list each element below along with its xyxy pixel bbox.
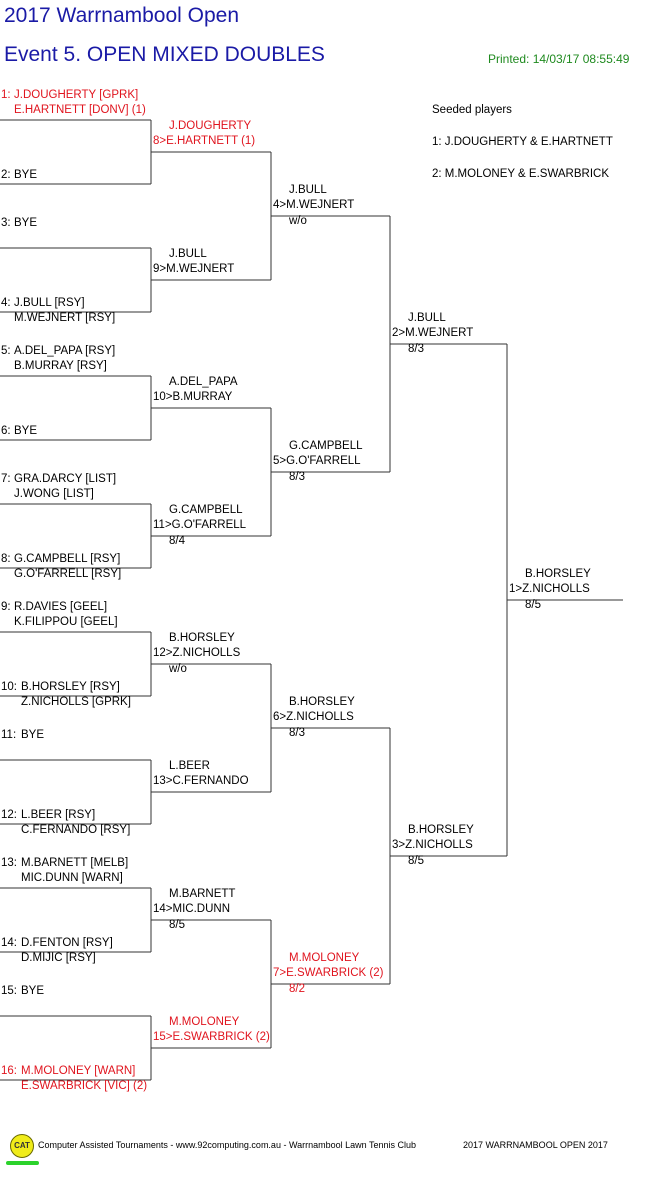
match-score: 8/3 — [289, 471, 305, 483]
match-winner-partner: 10>B.MURRAY — [153, 391, 233, 403]
draw-position-number: 13: — [1, 857, 17, 869]
match-winner-partner: 15>E.SWARBRICK (2) — [153, 1031, 270, 1043]
draw-player-1: M.MOLONEY [WARN] — [21, 1065, 136, 1077]
draw-position-number: 8: — [1, 553, 11, 565]
match-winner: J.DOUGHERTY — [169, 120, 252, 132]
draw-position-number: 15: — [1, 985, 17, 997]
draw-position-number: 3: — [1, 217, 11, 229]
draw-player-1: GRA.DARCY [LIST] — [14, 473, 117, 485]
draw-player-2: E.HARTNETT [DONV] (1) — [14, 104, 146, 116]
match-score: 8/4 — [169, 535, 185, 547]
printed-timestamp: Printed: 14/03/17 08:55:49 — [488, 52, 630, 66]
match-winner: G.CAMPBELL — [289, 440, 363, 452]
draw-player-2: M.WEJNERT [RSY] — [14, 312, 116, 324]
match-winner-partner: 1>Z.NICHOLLS — [509, 583, 590, 595]
match-winner: B.HORSLEY — [169, 632, 235, 644]
draw-position-number: 10: — [1, 681, 17, 693]
match-winner: M.MOLONEY — [289, 952, 360, 964]
match-winner-partner: 14>MIC.DUNN — [153, 903, 231, 915]
match-winner: M.MOLONEY — [169, 1016, 240, 1028]
draw-player-1: BYE — [14, 217, 38, 229]
match-winner-partner: 6>Z.NICHOLLS — [273, 711, 354, 723]
draw-player-1: L.BEER [RSY] — [21, 809, 96, 821]
draw-position-number: 9: — [1, 601, 11, 613]
match-winner: L.BEER — [169, 760, 210, 772]
match-score: 8/3 — [408, 343, 424, 355]
draw-player-1: G.CAMPBELL [RSY] — [14, 553, 121, 565]
match-winner-partner: 2>M.WEJNERT — [392, 327, 474, 339]
match-score: 8/5 — [408, 855, 424, 867]
draw-player-1: J.BULL [RSY] — [14, 297, 85, 309]
match-winner-partner: 12>Z.NICHOLLS — [153, 647, 241, 659]
match-winner-partner: 11>G.O'FARRELL — [153, 519, 247, 531]
draw-player-2: E.SWARBRICK [VIC] (2) — [21, 1080, 148, 1092]
draw-player-1: D.FENTON [RSY] — [21, 937, 113, 949]
footer-credit: Computer Assisted Tournaments - www.92co… — [38, 1140, 417, 1150]
match-winner-partner: 4>M.WEJNERT — [273, 199, 355, 211]
draw-position-number: 12: — [1, 809, 17, 821]
draw-player-1: A.DEL_PAPA [RSY] — [14, 345, 116, 357]
draw-player-2: Z.NICHOLLS [GPRK] — [21, 696, 131, 708]
draw-position-number: 16: — [1, 1065, 17, 1077]
match-winner: B.HORSLEY — [408, 824, 474, 836]
draw-position-number: 7: — [1, 473, 11, 485]
draw-player-1: BYE — [21, 985, 45, 997]
match-winner: J.BULL — [289, 184, 327, 196]
draw-player-1: BYE — [14, 169, 38, 181]
draw-player-2: B.MURRAY [RSY] — [14, 360, 107, 372]
draw-player-2: D.MIJIC [RSY] — [21, 952, 96, 964]
draw-player-1: BYE — [14, 425, 38, 437]
match-winner: B.HORSLEY — [525, 568, 591, 580]
event-title: Event 5. OPEN MIXED DOUBLES — [4, 43, 325, 66]
draw-player-1: BYE — [21, 729, 45, 741]
match-score: 8/3 — [289, 727, 305, 739]
match-winner: J.BULL — [408, 312, 446, 324]
draw-player-2: C.FERNANDO [RSY] — [21, 824, 131, 836]
draw-player-2: G.O'FARRELL [RSY] — [14, 568, 122, 580]
seeded-player-2: 2: M.MOLONEY & E.SWARBRICK — [432, 168, 610, 180]
match-winner: M.BARNETT — [169, 888, 236, 900]
draw-player-1: R.DAVIES [GEEL] — [14, 601, 108, 613]
match-winner: G.CAMPBELL — [169, 504, 243, 516]
match-winner-partner: 7>E.SWARBRICK (2) — [273, 967, 384, 979]
draw-player-2: MIC.DUNN [WARN] — [21, 872, 123, 884]
seeded-players-heading: Seeded players — [432, 104, 512, 116]
match-score: 8/5 — [525, 599, 541, 611]
draw-player-1: B.HORSLEY [RSY] — [21, 681, 120, 693]
draw-position-number: 1: — [1, 89, 11, 101]
match-winner-partner: 5>G.O'FARRELL — [273, 455, 361, 467]
draw-player-2: K.FILIPPOU [GEEL] — [14, 616, 118, 628]
match-winner: B.HORSLEY — [289, 696, 355, 708]
seeded-player-1: 1: J.DOUGHERTY & E.HARTNETT — [432, 136, 613, 148]
match-winner-partner: 13>C.FERNANDO — [153, 775, 249, 787]
match-winner-partner: 8>E.HARTNETT (1) — [153, 135, 256, 147]
draw-position-number: 14: — [1, 937, 17, 949]
draw-position-number: 5: — [1, 345, 11, 357]
draw-position-number: 2: — [1, 169, 11, 181]
match-winner-partner: 3>Z.NICHOLLS — [392, 839, 473, 851]
match-score: w/o — [289, 215, 307, 227]
draw-position-number: 11: — [1, 729, 17, 741]
match-winner-partner: 9>M.WEJNERT — [153, 263, 235, 275]
match-score: 8/5 — [169, 919, 185, 931]
draw-position-number: 6: — [1, 425, 11, 437]
draw-player-2: J.WONG [LIST] — [14, 488, 94, 500]
match-score: 8/2 — [289, 983, 305, 995]
match-winner: A.DEL_PAPA — [169, 376, 238, 388]
logo-underline — [6, 1161, 39, 1165]
match-winner: J.BULL — [169, 248, 207, 260]
match-score: w/o — [169, 663, 187, 675]
footer-tournament: 2017 WARRNAMBOOL OPEN 2017 — [463, 1140, 608, 1150]
draw-player-1: J.DOUGHERTY [GPRK] — [14, 89, 139, 101]
cat-logo: CAT — [10, 1134, 34, 1158]
tournament-title: 2017 Warrnambool Open — [4, 4, 240, 27]
draw-position-number: 4: — [1, 297, 11, 309]
draw-player-1: M.BARNETT [MELB] — [21, 857, 129, 869]
